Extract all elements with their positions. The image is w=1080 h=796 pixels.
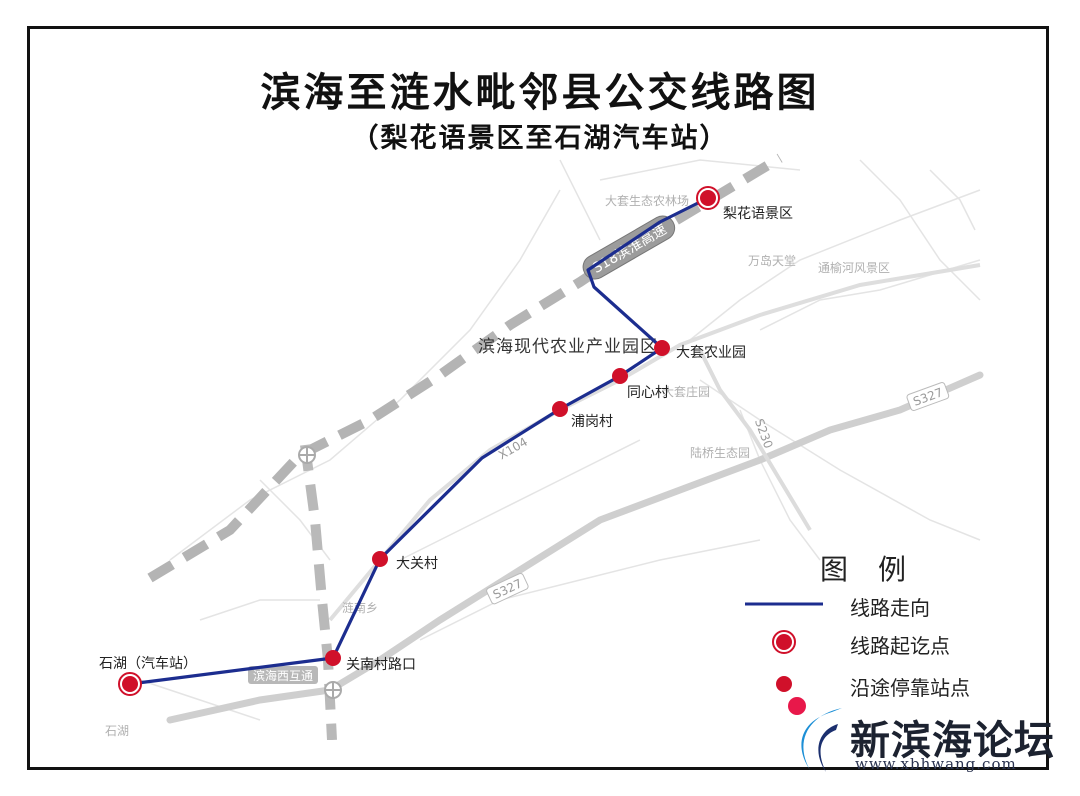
station-marker-txc	[612, 368, 628, 384]
x104-road	[328, 263, 981, 622]
station-label-pgc: 浦岗村	[571, 414, 613, 430]
station-marker-gncl	[325, 650, 341, 666]
bg-label-sh: 石湖	[105, 723, 129, 738]
interchange-icon	[298, 446, 342, 699]
bg-label-lytd: 陆桥生态园	[690, 445, 750, 460]
watermark-text: 新滨海论坛	[850, 718, 1055, 764]
station-marker-sh	[118, 672, 142, 696]
station-label-gncl: 关南村路口	[346, 657, 416, 673]
legend-stop-icon	[776, 676, 792, 692]
map-subtitle: （梨花语景区至石湖汽车站）	[351, 123, 729, 154]
base-map: S18滨淮高速 滨海西互通 S327 S327 S230 X104 大套生态农林…	[105, 153, 984, 740]
station-marker-pgc	[552, 401, 568, 417]
station-label-dgc: 大关村	[396, 556, 438, 572]
station-label-dtnyy: 大套农业园	[676, 345, 746, 361]
legend-terminal-icon	[772, 630, 796, 654]
station-marker-dtnyy	[654, 340, 670, 356]
station-marker-lhy	[696, 186, 720, 210]
watermark-url: www.xbhwang.com	[855, 755, 1017, 773]
interchange-label: 滨海西互通	[253, 668, 313, 683]
watermark-logo	[788, 697, 842, 772]
station-label-sh: 石湖（汽车站）	[99, 656, 197, 672]
legend-symbols	[745, 602, 823, 692]
station-label-lhy: 梨花语景区	[723, 206, 793, 222]
map-title: 滨海至涟水毗邻县公交线路图	[260, 70, 820, 116]
legend-terminal-label: 线路起讫点	[850, 634, 950, 658]
map-frame	[27, 26, 1049, 770]
station-label-txc: 同心村	[627, 385, 669, 401]
interchange-badge	[248, 666, 318, 684]
expressway-label: S18滨淮高速	[590, 221, 670, 277]
legend-title: 图例	[820, 553, 937, 586]
s230-road	[698, 349, 812, 532]
expressway-badge: S18滨淮高速	[582, 215, 676, 280]
bg-label-lnx: 涟南乡	[342, 600, 378, 615]
bg-label-dtzy: 大套庄园	[662, 384, 710, 399]
bg-label-tydh: 通榆河风景区	[818, 260, 890, 275]
legend-route-label: 线路走向	[850, 596, 930, 620]
stations	[118, 186, 720, 696]
legend-stop-label: 沿途停靠站点	[850, 676, 970, 700]
bg-label-dtsl: 大套生态农林场	[605, 194, 689, 208]
s230-label: S230	[752, 417, 776, 450]
minor-roads	[139, 159, 981, 721]
park-label: 滨海现代农业产业园区	[478, 337, 658, 357]
station-marker-dgc	[372, 551, 388, 567]
bg-label-wdtd: 万岛天堂	[748, 253, 796, 268]
s327-road	[166, 371, 984, 724]
s18-expressway	[147, 153, 783, 583]
bus-route-line	[129, 196, 709, 686]
